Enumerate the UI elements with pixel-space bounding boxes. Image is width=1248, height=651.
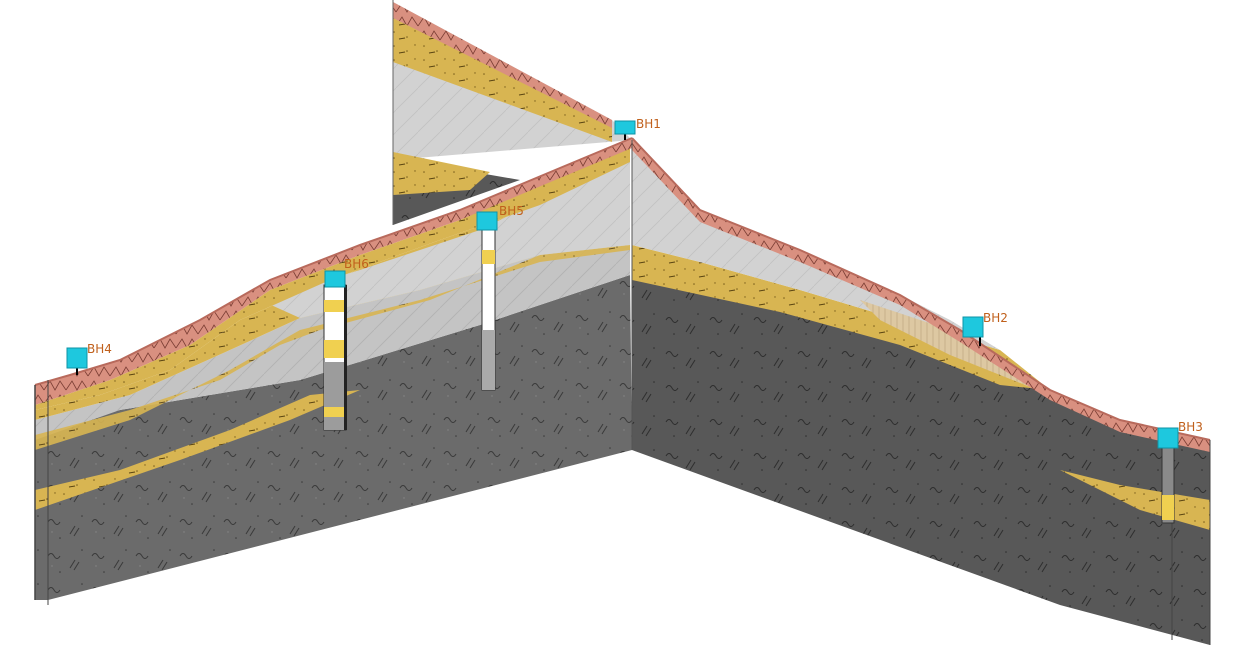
borehole-marker-bh6[interactable]: BH6 xyxy=(324,257,369,288)
borehole-log-bh5 xyxy=(481,229,496,391)
borehole-marker-bh4[interactable]: BH4 xyxy=(66,342,112,375)
right-section-panel xyxy=(631,137,1211,645)
borehole-label-bh1: BH1 xyxy=(636,117,661,131)
borehole-label-bh2: BH2 xyxy=(983,311,1008,325)
borehole-label-bh5: BH5 xyxy=(499,204,524,218)
borehole-label-bh6: BH6 xyxy=(344,257,369,271)
borehole-label-bh3: BH3 xyxy=(1178,420,1203,434)
borehole-log-bh6 xyxy=(323,284,347,431)
back-section-panel xyxy=(392,0,632,225)
borehole-log-bh3 xyxy=(1161,447,1175,524)
borehole-marker-bh2[interactable]: BH2 xyxy=(962,311,1008,346)
borehole-marker-bh1[interactable]: BH1 xyxy=(614,117,661,140)
borehole-marker-bh5[interactable]: BH5 xyxy=(476,204,524,231)
borehole-marker-bh3[interactable]: BH3 xyxy=(1157,420,1203,449)
borehole-label-bh4: BH4 xyxy=(87,342,112,356)
